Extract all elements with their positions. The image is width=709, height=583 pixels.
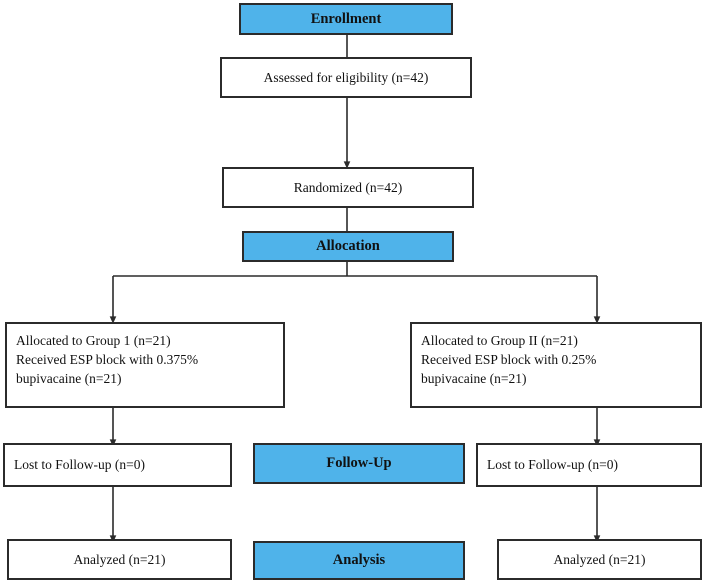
band-followup: Follow-Up: [253, 443, 465, 484]
box-allocated-group-1: Allocated to Group 1 (n=21) Received ESP…: [5, 322, 285, 408]
box-assessed-for-eligibility: Assessed for eligibility (n=42): [220, 57, 472, 98]
box-allocated-group-2-label: Allocated to Group II (n=21) Received ES…: [421, 333, 597, 387]
box-randomized: Randomized (n=42): [222, 167, 474, 208]
band-enrollment-label: Enrollment: [310, 10, 382, 27]
box-analyzed-right: Analyzed (n=21): [497, 539, 702, 580]
box-allocated-group-1-label: Allocated to Group 1 (n=21) Received ESP…: [16, 333, 199, 387]
band-enrollment: Enrollment: [239, 3, 453, 35]
box-analyzed-left: Analyzed (n=21): [7, 539, 232, 580]
box-allocated-group-2: Allocated to Group II (n=21) Received ES…: [410, 322, 702, 408]
box-assessed-for-eligibility-label: Assessed for eligibility (n=42): [263, 69, 429, 85]
band-allocation-label: Allocation: [316, 238, 380, 255]
box-analyzed-left-label: Analyzed (n=21): [73, 551, 166, 567]
box-lost-followup-left-label: Lost to Follow-up (n=0): [14, 457, 145, 473]
box-lost-followup-right-label: Lost to Follow-up (n=0): [487, 457, 618, 473]
box-analyzed-right-label: Analyzed (n=21): [553, 551, 646, 567]
box-lost-followup-left: Lost to Follow-up (n=0): [3, 443, 232, 487]
band-allocation: Allocation: [242, 231, 454, 262]
band-analysis: Analysis: [253, 541, 465, 580]
box-randomized-label: Randomized (n=42): [293, 179, 403, 195]
band-analysis-label: Analysis: [332, 552, 386, 569]
band-followup-label: Follow-Up: [326, 455, 392, 472]
box-lost-followup-right: Lost to Follow-up (n=0): [476, 443, 702, 487]
